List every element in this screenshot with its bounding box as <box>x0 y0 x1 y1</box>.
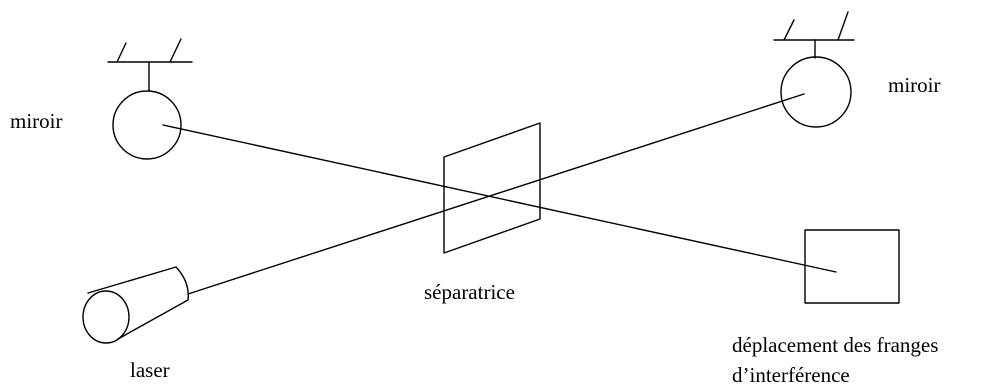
fringe-shift-label: déplacement des franges d’interférence <box>732 330 938 390</box>
left-mirror-hatch-2 <box>169 38 182 63</box>
laser-end-face <box>82 290 130 344</box>
left-mirror <box>107 38 193 160</box>
right-mirror <box>773 11 855 128</box>
laser-label: laser <box>130 358 170 382</box>
beam-laser-to-right-mirror <box>187 93 805 295</box>
right-mirror-circle <box>780 56 852 128</box>
left-mirror-hatch-1 <box>116 42 127 63</box>
right-mirror-hatch-1 <box>783 19 795 41</box>
fringe-shift-label-line-1: déplacement des franges <box>732 333 939 357</box>
beam-left-mirror-to-detector <box>162 124 837 273</box>
left-mirror-circle <box>112 90 182 160</box>
fringe-shift-label-line-2: d’interférence <box>732 363 850 387</box>
laser-device <box>82 266 189 344</box>
right-mirror-hatch-2 <box>837 11 849 41</box>
fringe-detector-screen <box>804 229 900 304</box>
laser-body-outline <box>87 266 189 340</box>
beam-splitter-label: séparatrice <box>424 280 515 304</box>
mirror-left-label: miroir <box>10 109 63 133</box>
beam-splitter <box>443 122 541 254</box>
mirror-right-label: miroir <box>888 73 941 97</box>
